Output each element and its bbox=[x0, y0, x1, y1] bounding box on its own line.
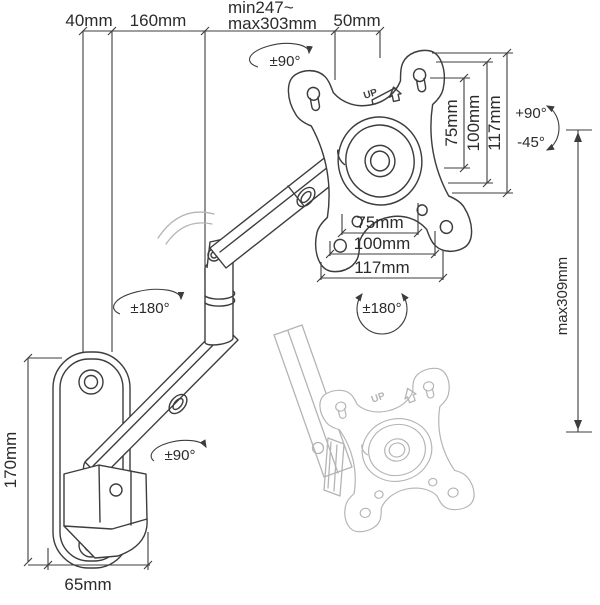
swivel-symbol-base: ±90° bbox=[150, 439, 207, 464]
vesa-up-label: UP bbox=[362, 87, 379, 102]
dim-label-65mm: 65mm bbox=[64, 575, 111, 594]
dim-label-50mm: 50mm bbox=[333, 11, 380, 30]
rotation-symbol-vesa: ±180° bbox=[355, 293, 409, 335]
vesa-plate: UP bbox=[284, 46, 476, 276]
dim-wall-plate-width: 65mm bbox=[28, 532, 153, 594]
dim-wall-plate-height: 170mm bbox=[1, 353, 62, 567]
swivel-top-label: ±90° bbox=[270, 53, 301, 70]
swivel-elbow-label: ±180° bbox=[130, 300, 169, 317]
wall-clamp bbox=[63, 464, 148, 559]
dim-label-v100: 100mm bbox=[464, 95, 483, 152]
rotation-vesa-label: ±180° bbox=[362, 300, 401, 317]
dim-label-h100: 100mm bbox=[354, 234, 411, 253]
dim-label-h75: 75mm bbox=[356, 213, 403, 232]
dim-label-max303: max303mm bbox=[228, 14, 317, 33]
swivel-symbol-top: ±90° bbox=[248, 42, 313, 70]
dim-vesa-horizontal: 75mm 100mm 117mm bbox=[316, 203, 448, 283]
dim-height-range: max309mm bbox=[554, 129, 592, 433]
swivel-symbol-elbow: ±180° bbox=[113, 288, 185, 317]
tilt-up-label: +90° bbox=[515, 105, 546, 122]
vesa-up-label-ghost: UP bbox=[370, 390, 387, 405]
dim-label-40mm: 40mm bbox=[65, 11, 112, 30]
tilt-annotation: +90° -45° bbox=[515, 105, 560, 151]
dim-label-160mm: 160mm bbox=[130, 11, 187, 30]
dim-label-min247: min247~ bbox=[228, 0, 294, 17]
dim-label-max309: max309mm bbox=[554, 257, 571, 335]
swivel-base-label: ±90° bbox=[165, 447, 196, 464]
vesa-plate-ghost: UP bbox=[316, 364, 478, 536]
dim-vesa-vertical: 75mm 100mm 117mm bbox=[430, 48, 513, 198]
dim-top-chain: 40mm 160mm min247~ max303mm 50mm bbox=[65, 0, 385, 356]
tilt-down-label: -45° bbox=[517, 134, 545, 151]
dim-label-v75: 75mm bbox=[442, 99, 461, 146]
dim-label-v117: 117mm bbox=[485, 95, 504, 150]
dim-label-170mm: 170mm bbox=[1, 432, 20, 489]
dim-label-h117: 117mm bbox=[354, 258, 409, 277]
